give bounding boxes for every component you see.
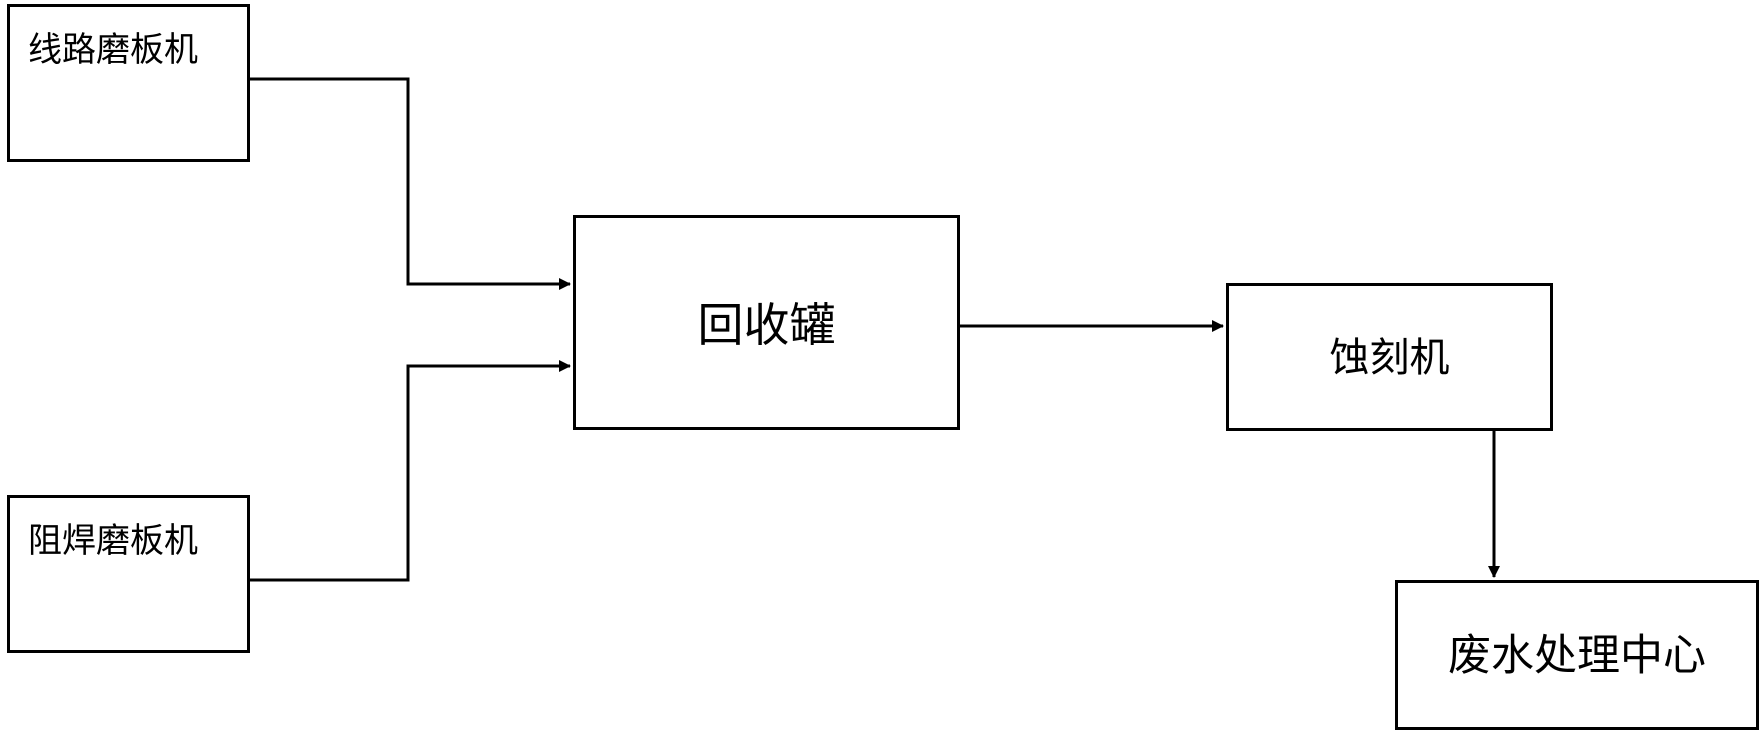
node-label: 回收罐: [697, 298, 836, 352]
node-wastewater-center: 废水处理中心: [1395, 580, 1759, 730]
node-recovery-tank: 回收罐: [573, 215, 960, 430]
connector-mask-grinder-to-recovery-tank: [250, 360, 571, 582]
node-solder-mask-grinder: 阻焊磨板机: [7, 495, 250, 653]
connector-line-grinder-to-recovery-tank: [250, 77, 571, 290]
node-etching-machine: 蚀刻机: [1226, 283, 1553, 431]
node-label: 蚀刻机: [1329, 335, 1450, 381]
node-label: 线路磨板机: [28, 30, 198, 70]
node-label: 阻焊磨板机: [28, 521, 198, 561]
node-label: 废水处理中心: [1448, 631, 1706, 681]
node-line-grinder: 线路磨板机: [7, 4, 250, 162]
